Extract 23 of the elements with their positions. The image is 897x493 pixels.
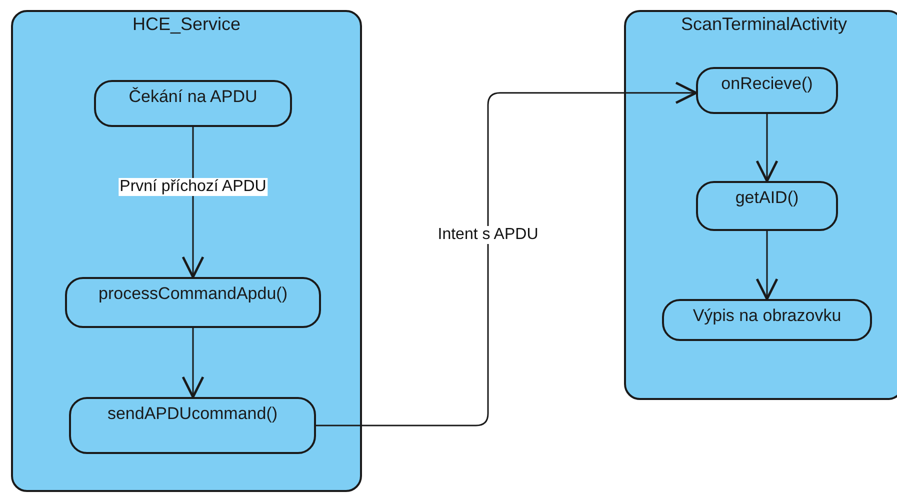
arrow <box>316 82 698 426</box>
activity-box <box>696 181 838 231</box>
activity-box <box>662 299 872 341</box>
container-box <box>11 10 362 492</box>
activity-box <box>65 277 321 328</box>
activity-box <box>69 397 316 454</box>
activity-label: processCommandApdu() <box>98 284 288 304</box>
container-title: ScanTerminalActivity <box>680 14 848 35</box>
activity-label: getAID() <box>734 188 800 208</box>
arrow <box>182 127 204 278</box>
activity-box <box>94 80 292 127</box>
activity-label: Výpis na obrazovku <box>692 306 842 326</box>
arrow <box>756 231 778 300</box>
activity-box <box>696 67 838 114</box>
edge-label: Intent s APDU <box>436 226 540 244</box>
activity-label: Čekání na APDU <box>128 87 258 107</box>
arrow <box>182 328 204 398</box>
container-box <box>624 10 897 400</box>
activity-label: sendAPDUcommand() <box>106 404 279 424</box>
container-title: HCE_Service <box>131 14 242 35</box>
activity-label: onRecieve() <box>720 74 814 94</box>
arrow <box>756 114 778 182</box>
edge-label: První příchozí APDU <box>118 178 268 196</box>
